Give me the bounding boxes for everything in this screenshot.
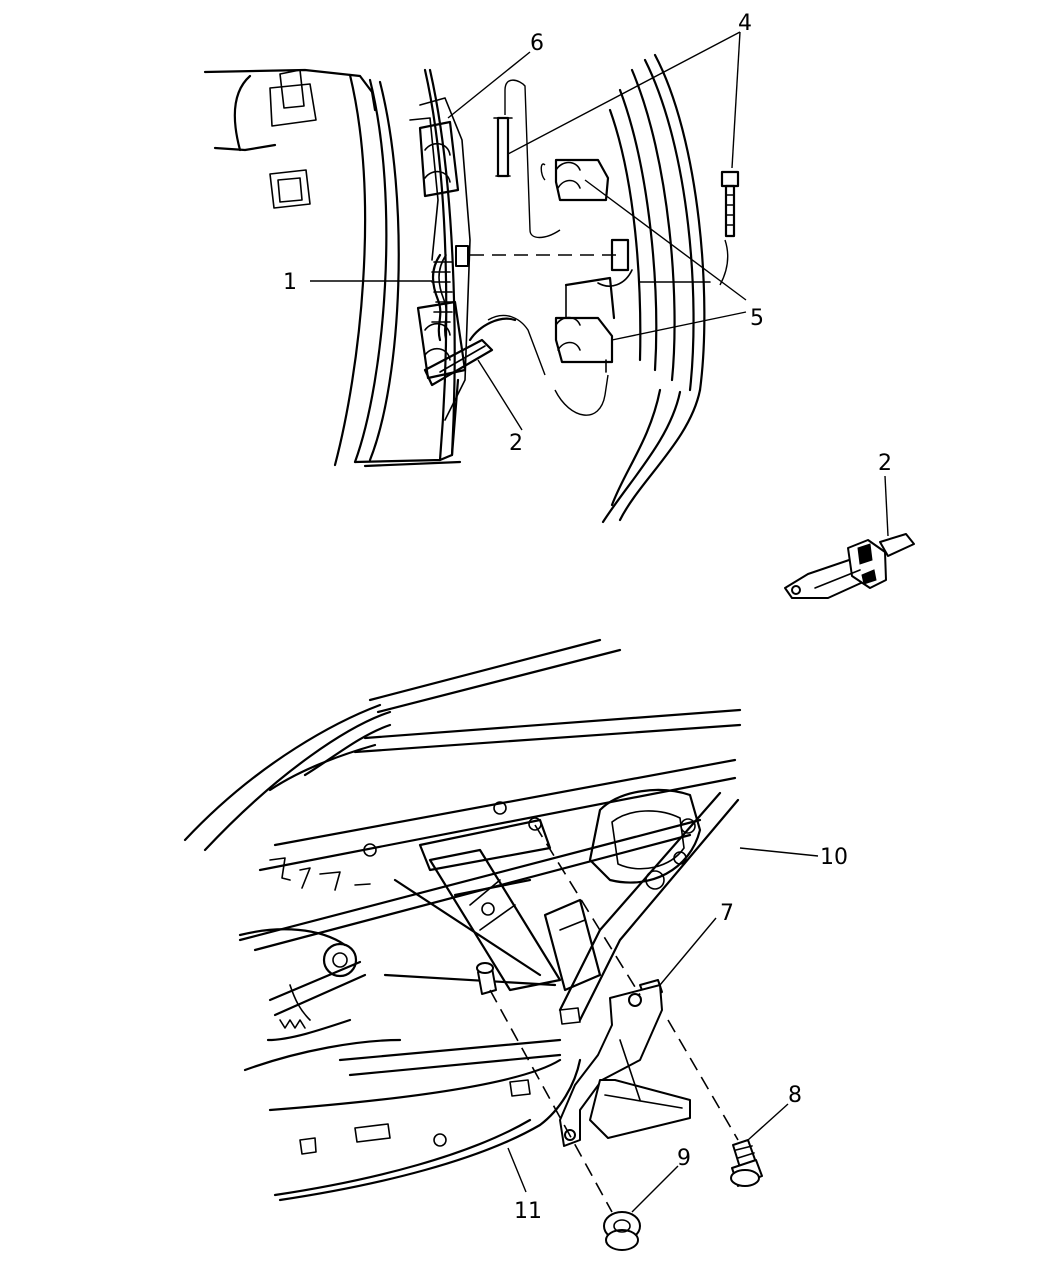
check-arm-bracket-part — [559, 979, 691, 1147]
upper-view-door-shell — [554, 53, 711, 524]
hinge-bolt-left — [493, 116, 513, 178]
lower-exploded-view-lines — [489, 824, 739, 1213]
callout-9: 9 — [677, 1146, 691, 1171]
door-check-detail — [784, 533, 915, 599]
callout-10: 10 — [820, 845, 848, 870]
upper-exploded-view-lines — [470, 79, 729, 416]
lower-view-door-panel — [183, 638, 742, 1202]
callout-11: 11 — [514, 1199, 542, 1224]
callout-8: 8 — [788, 1083, 802, 1108]
callout-2-installed: 2 — [509, 431, 523, 456]
callout-leaders — [310, 31, 889, 1213]
callout-7: 7 — [720, 901, 734, 926]
callout-5: 5 — [750, 306, 764, 331]
hinge-bolt-right — [720, 170, 740, 238]
wiring-harness-part — [431, 245, 469, 342]
callout-1: 1 — [283, 270, 297, 295]
callout-4: 4 — [738, 11, 752, 36]
upper-view-door-frame — [203, 68, 471, 468]
callout-2-detail: 2 — [878, 451, 892, 476]
panel-stud — [476, 962, 497, 995]
nut-part — [603, 1211, 641, 1251]
callout-6: 6 — [530, 31, 544, 56]
screw-part — [730, 1139, 763, 1187]
door-check-installed — [423, 317, 517, 387]
